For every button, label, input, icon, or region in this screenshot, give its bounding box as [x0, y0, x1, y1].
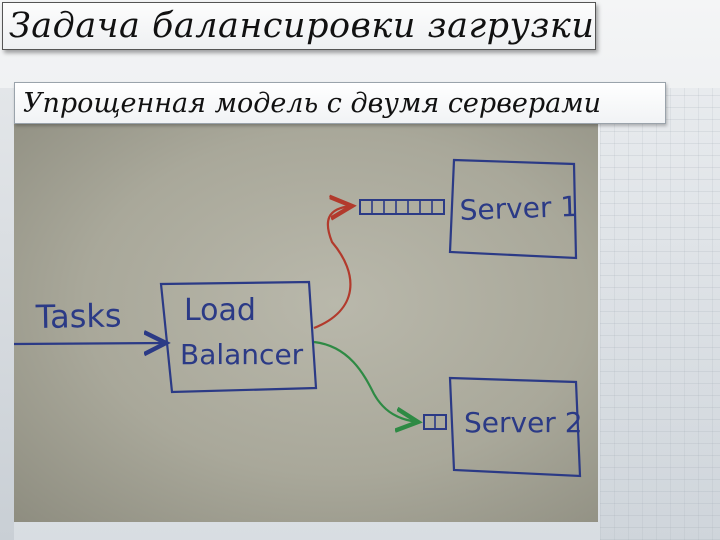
tasks-arrow: [14, 343, 166, 344]
title-box: Задача балансировки загрузки: [2, 2, 596, 50]
slide-title: Задача балансировки загрузки: [9, 6, 595, 46]
arrow-to-server-2: [313, 340, 418, 422]
background-left-strip: [0, 88, 14, 540]
tasks-label: Tasks: [34, 297, 121, 337]
server-1-box: [448, 158, 578, 260]
server-2-box: [448, 376, 582, 478]
load-balancer-diagram: Tasks Load Balancer Server 1 Serve: [14, 158, 583, 478]
balancer-label-line2: Balancer: [180, 338, 304, 371]
server-1-queue: [359, 199, 445, 215]
arrow-to-server-1: [313, 206, 352, 330]
balancer-label-line1: Load: [184, 293, 256, 328]
server-2-label: Server 2: [464, 406, 583, 439]
subtitle-box: Упрощенная модель с двумя серверами: [14, 82, 666, 124]
whiteboard-photo: Tasks Load Balancer Server 1 Serve: [14, 124, 598, 522]
slide-subtitle: Упрощенная модель с двумя серверами: [23, 87, 602, 119]
server-1-label: Server 1: [459, 190, 579, 227]
background-pattern: [600, 88, 720, 540]
load-balancer-box: [159, 280, 318, 394]
server-2-queue: [423, 414, 447, 430]
